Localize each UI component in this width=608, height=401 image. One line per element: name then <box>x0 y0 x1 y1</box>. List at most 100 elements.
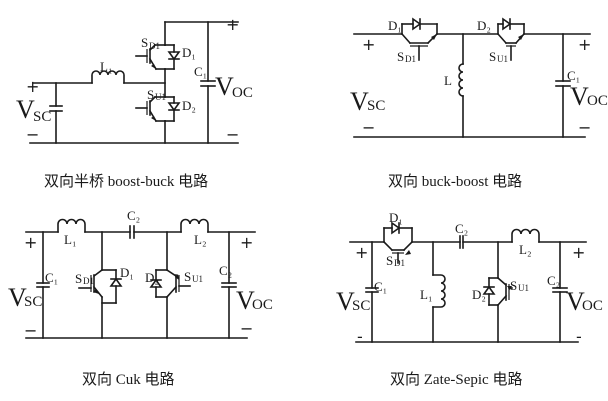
panel-half-bridge: + − V SC + − V OC L₁ S D1 D₁ S U1 D₂ C₁ … <box>16 15 253 190</box>
su1-label: S <box>184 269 191 284</box>
su1-sub: U1 <box>155 92 166 102</box>
c1-label: C₁ <box>45 270 58 285</box>
panel-zeta-sepic: + - V SC + - V OC D₁ S D1 C₂ L₂ C₁ L₁ D₂… <box>336 210 603 388</box>
vsc-sub: SC <box>33 109 51 125</box>
vsc-label: V <box>336 287 355 316</box>
vsc-plus: + <box>26 77 39 96</box>
voc-minus: - <box>576 327 582 346</box>
c2-series-label: C₂ <box>127 208 140 223</box>
c1-label: C₁ <box>567 68 580 83</box>
diode-d2 <box>149 269 168 298</box>
l-label: L <box>444 73 452 88</box>
c2-series-label: C₂ <box>455 221 468 236</box>
voc-plus: + <box>240 233 253 252</box>
sd1-label: S <box>141 35 148 50</box>
vsc-sub: SC <box>367 98 385 114</box>
vsc-plus: + <box>355 243 368 262</box>
c2-out-label: C₂ <box>219 263 232 278</box>
caption-buck-boost: 双向 buck-boost 电路 <box>388 173 522 190</box>
voc-label: V <box>570 82 589 111</box>
switch-su1 <box>496 276 513 307</box>
switch-su1 <box>135 95 166 123</box>
vsc-minus: − <box>26 125 39 144</box>
voc-plus: + <box>578 35 591 54</box>
d1-label: D₁ <box>182 45 196 60</box>
voc-plus: + <box>572 243 585 262</box>
inductor-l2 <box>511 228 540 243</box>
diode-d2 <box>497 17 525 35</box>
vsc-plus: + <box>362 35 375 54</box>
voc-sub: OC <box>587 93 608 109</box>
sd1-label: S <box>386 253 393 268</box>
switch-sd1 <box>400 32 439 61</box>
sd1-sub: D1 <box>149 41 160 51</box>
vsc-plus: + <box>24 233 37 252</box>
voc-minus: − <box>226 125 239 144</box>
panel-buck-boost: + − V SC + − V OC D₁ S D1 D₂ S U1 L C₁ 双… <box>350 17 608 190</box>
su1-label: S <box>510 278 517 293</box>
l1-label: L₁ <box>64 232 76 247</box>
voc-label: V <box>215 72 234 101</box>
c1-label: C₁ <box>374 279 387 294</box>
diode-d1 <box>383 221 413 243</box>
su1-label: S <box>489 49 496 64</box>
su1-sub: U1 <box>497 54 508 64</box>
inductor-l2 <box>180 218 209 233</box>
sd1-label: S <box>397 49 404 64</box>
inductor-l <box>458 63 464 97</box>
caption-cuk: 双向 Cuk 电路 <box>82 371 175 388</box>
vsc-sub: SC <box>352 298 370 314</box>
d2-label: D₂ <box>477 18 491 33</box>
voc-sub: OC <box>582 298 603 314</box>
diode-d1 <box>401 17 438 35</box>
inductor-l1 <box>432 274 446 308</box>
sd1-label: S <box>75 271 82 286</box>
diode-d1 <box>101 269 123 304</box>
sd1-sub: D1 <box>394 258 405 268</box>
voc-label: V <box>236 286 255 315</box>
vsc-minus: - <box>357 327 363 346</box>
diode-d2 <box>164 96 181 122</box>
su1-sub: U1 <box>192 274 203 284</box>
inductor-l1 <box>91 70 125 84</box>
sd1-sub: D1 <box>405 54 416 64</box>
voc-plus: + <box>226 15 239 34</box>
switch-sd1 <box>382 240 414 264</box>
caption-half-bridge: 双向半桥 boost-buck 电路 <box>44 173 208 190</box>
vsc-sub: SC <box>24 294 42 310</box>
vsc-label: V <box>8 283 27 312</box>
d1-label: D₁ <box>388 18 402 33</box>
switch-sd1 <box>78 268 104 299</box>
voc-sub: OC <box>252 297 273 313</box>
inductor-l1 <box>57 218 86 233</box>
voc-minus: − <box>240 319 253 338</box>
c2-out-label: C₂ <box>547 273 560 288</box>
vsc-minus: − <box>24 321 37 340</box>
vsc-label: V <box>350 87 369 116</box>
voc-minus: − <box>578 118 591 137</box>
su1-label: S <box>147 87 154 102</box>
d2-label: D₂ <box>145 270 159 285</box>
diode-d1 <box>164 44 181 70</box>
l1-label: L₁ <box>100 59 112 74</box>
d1-label: D₁ <box>389 210 403 225</box>
panel-cuk: + − V SC + − V OC L₁ C₂ L₂ C₁ S D1 D₁ D₂… <box>8 208 273 388</box>
d2-label: D₂ <box>472 287 486 302</box>
voc-sub: OC <box>232 85 253 101</box>
l1-label: L₁ <box>420 287 432 302</box>
switch-sd1 <box>135 43 166 71</box>
vsc-label: V <box>16 95 35 124</box>
caption-zeta-sepic: 双向 Zate-Sepic 电路 <box>390 371 522 388</box>
diode-d2 <box>482 277 499 306</box>
switch-su1 <box>496 32 526 61</box>
switch-su1 <box>165 268 191 299</box>
vsc-minus: − <box>362 118 375 137</box>
l2-label: L₂ <box>519 242 531 257</box>
su1-sub: U1 <box>518 283 529 293</box>
d1-label: D₁ <box>120 265 134 280</box>
l2-label: L₂ <box>194 232 206 247</box>
d2-label: D₂ <box>182 98 196 113</box>
c1-label: C₁ <box>194 64 207 79</box>
sd1-sub: D1 <box>83 276 94 286</box>
